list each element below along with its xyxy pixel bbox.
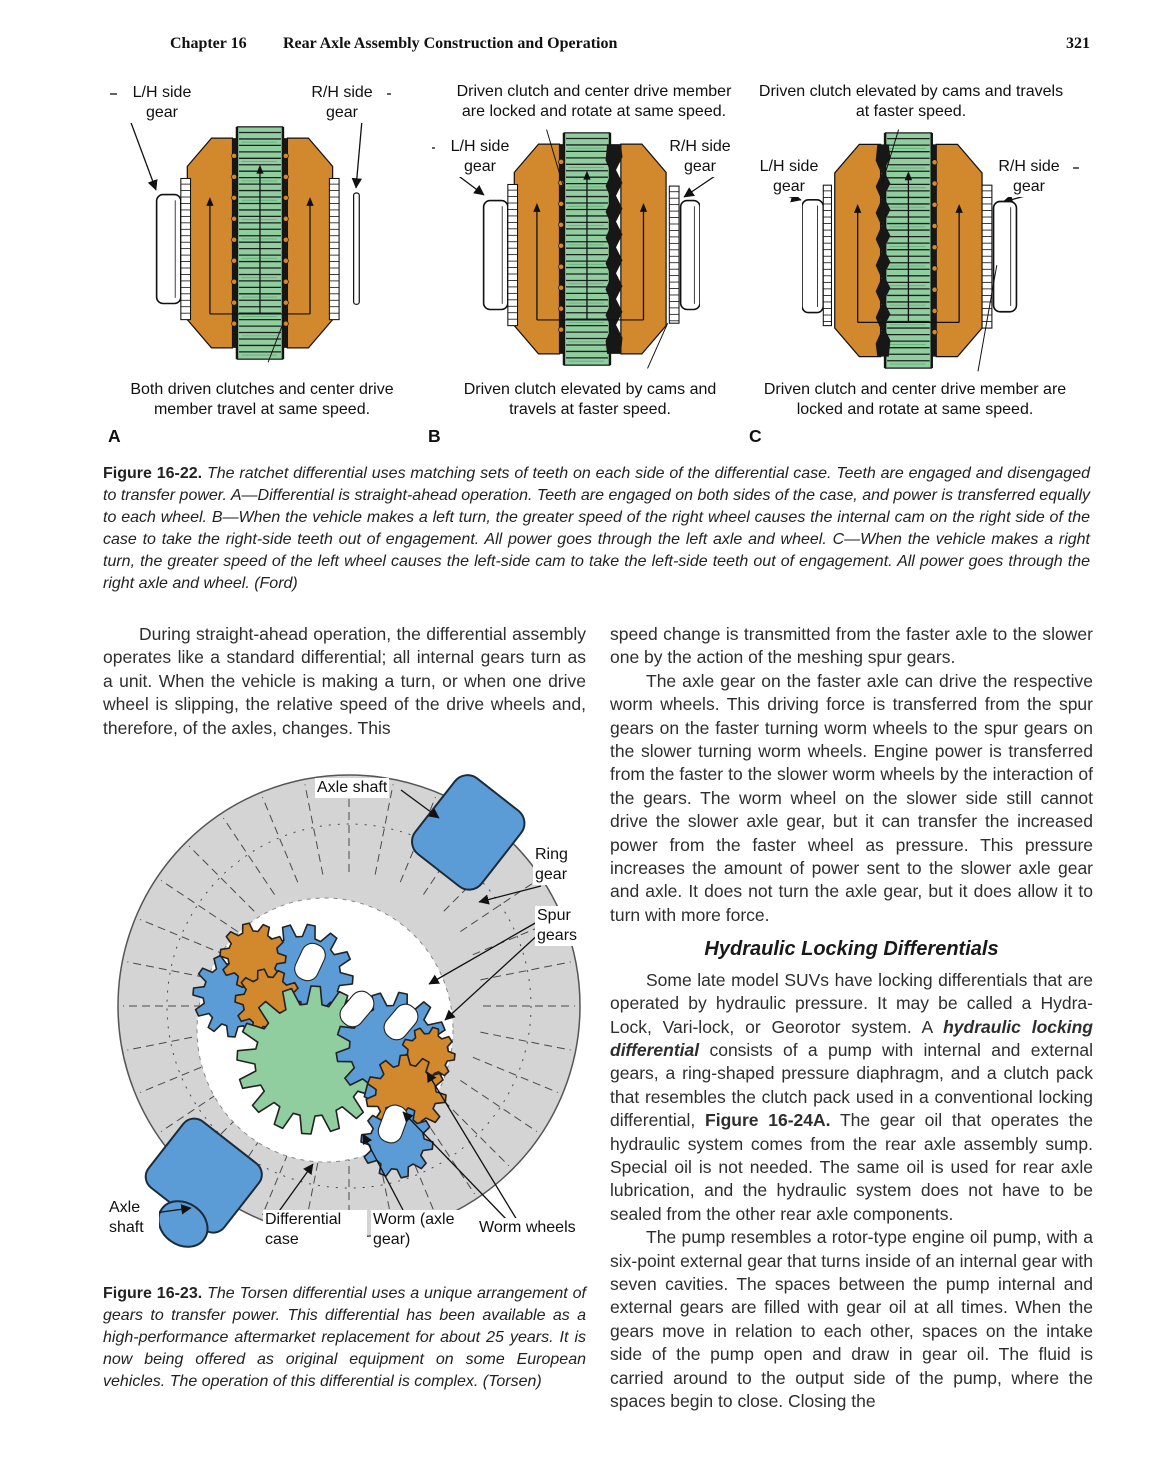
paragraph: The pump resembles a rotor-type engine o… — [610, 1227, 1093, 1411]
label-rh-side-gear-b: R/H side gear — [655, 137, 745, 177]
body-left-column: During straight-ahead operation, the dif… — [103, 623, 586, 740]
diagram-letter-a: A — [108, 426, 121, 446]
paragraph: During straight-ahead operation, the dif… — [103, 624, 586, 738]
caption-under-a: Both driven clutches and center drive me… — [112, 380, 412, 420]
diagram-b: Driven clutch and center drive member ar… — [420, 80, 745, 455]
page-number: 321 — [1066, 35, 1090, 52]
ratchet-differential-art-b — [482, 128, 700, 370]
caption-under-c: Driven clutch and center drive member ar… — [760, 380, 1070, 420]
body-right-column: speed change is transmitted from the fas… — [610, 623, 1093, 1413]
label-axle-shaft-top: Axle shaft — [315, 778, 390, 798]
paragraph: The axle gear on the faster axle can dri… — [610, 670, 1093, 925]
figure-16-23-caption: Figure 16-23. The Torsen differential us… — [103, 1285, 586, 1390]
paragraph: speed change is transmitted from the fas… — [610, 624, 1093, 668]
label-top-c: Driven clutch elevated by cams and trave… — [756, 82, 1066, 122]
diagram-a: L/H side gear R/H side gear Both driven … — [100, 80, 412, 455]
ratchet-differential-art-c — [802, 128, 1023, 373]
label-top-b: Driven clutch and center drive member ar… — [444, 82, 744, 122]
label-spur-gears: Spur gears — [535, 906, 591, 946]
label-lh-side-gear-c: L/H side gear — [745, 157, 833, 197]
label-lh-side-gear-a: L/H side gear — [117, 83, 207, 123]
diagram-c: L/H side gear R/H side gear Driven clutc… — [745, 80, 1100, 455]
label-ring-gear: Ring gear — [533, 845, 585, 885]
paragraph: Some late model SUVs have locking differ… — [610, 969, 1093, 1224]
label-rh-side-gear-a: R/H side gear — [297, 83, 387, 123]
figure-16-23: Axle shaft Ring gear Spur gears Axle sha… — [105, 762, 591, 1270]
diagram-letter-c: C — [749, 426, 762, 446]
chapter-label: Chapter 16 — [170, 35, 247, 52]
figure-16-22-caption: Figure 16-22. The ratchet differential u… — [103, 465, 1091, 592]
torsen-differential-art — [105, 762, 585, 1270]
chapter-title: Rear Axle Assembly Construction and Oper… — [283, 35, 618, 52]
label-differential-case: Differential case — [263, 1210, 367, 1250]
label-axle-shaft-bottom: Axle shaft — [107, 1198, 159, 1238]
label-rh-side-gear-c: R/H side gear — [985, 157, 1073, 197]
diagram-letter-b: B — [428, 426, 441, 446]
label-lh-side-gear-b: L/H side gear — [435, 137, 525, 177]
label-worm-axle-gear: Worm (axle gear) — [371, 1210, 485, 1250]
label-worm-wheels: Worm wheels — [477, 1218, 578, 1238]
ratchet-differential-art-a — [155, 122, 373, 364]
section-heading: Hydraulic Locking Differentials — [704, 938, 999, 961]
caption-under-b: Driven clutch elevated by cams and trave… — [440, 380, 740, 420]
